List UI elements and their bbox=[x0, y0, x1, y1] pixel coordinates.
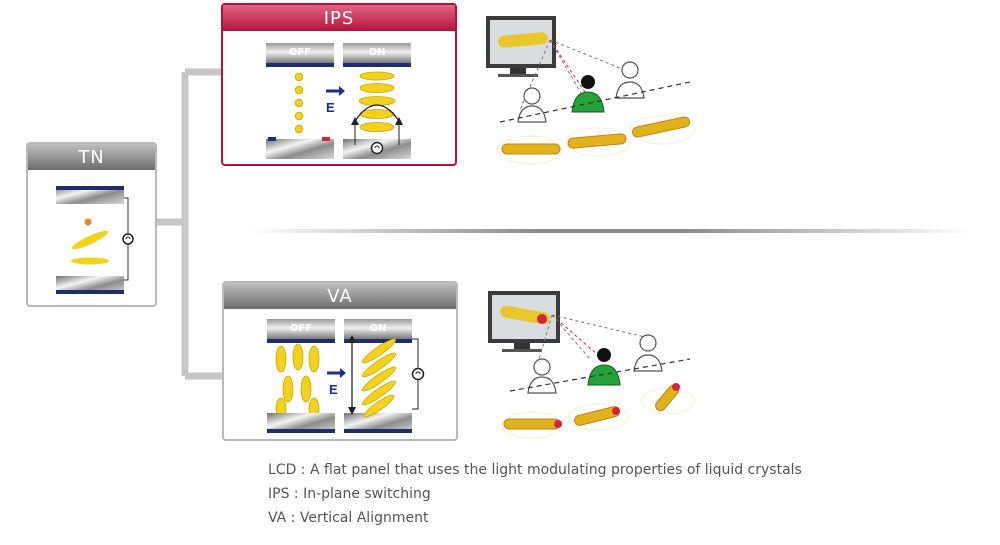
tn-panel-title: TN bbox=[28, 144, 155, 170]
ips-on-label: ON bbox=[343, 43, 411, 67]
tn-panel: TN bbox=[26, 142, 157, 307]
viewer-center-icon bbox=[571, 75, 605, 113]
ips-panel: IPS OFF ON E bbox=[221, 3, 457, 166]
legend-va: VA : Vertical Alignment bbox=[268, 510, 429, 526]
legend-lcd: LCD : A flat panel that uses the light m… bbox=[268, 462, 802, 478]
va-viewing-scene bbox=[488, 291, 695, 439]
ips-off-label: OFF bbox=[266, 43, 334, 67]
va-cell-diagram bbox=[267, 335, 425, 433]
va-panel-title: VA bbox=[224, 283, 456, 309]
viewer-right-icon bbox=[615, 61, 645, 99]
viewer-center-icon bbox=[587, 348, 621, 386]
ips-panel-title: IPS bbox=[223, 5, 455, 31]
viewer-right-icon bbox=[633, 334, 663, 372]
legend: LCD : A flat panel that uses the light m… bbox=[268, 458, 802, 530]
monitor-icon bbox=[488, 291, 560, 352]
viewer-left-icon bbox=[517, 87, 547, 123]
ips-cell-diagram bbox=[266, 71, 411, 159]
ips-viewing-scene bbox=[486, 16, 695, 165]
va-on-label: ON bbox=[344, 319, 412, 343]
viewer-left-icon bbox=[527, 358, 557, 394]
ips-field-label: E bbox=[326, 100, 335, 115]
section-divider bbox=[250, 229, 970, 233]
va-field-label: E bbox=[329, 382, 338, 397]
va-panel: VA OFF ON bbox=[222, 281, 458, 441]
va-off-label: OFF bbox=[267, 319, 335, 343]
legend-ips: IPS : In-plane switching bbox=[268, 486, 431, 502]
monitor-icon bbox=[486, 16, 556, 77]
tn-cell-diagram bbox=[56, 186, 134, 294]
